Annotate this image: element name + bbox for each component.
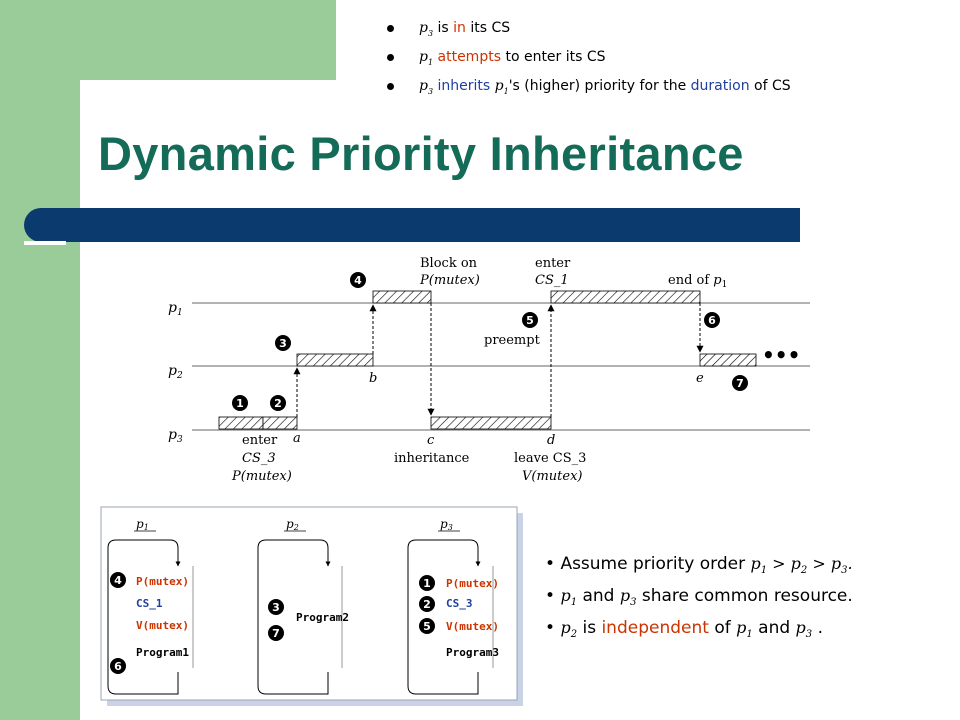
svg-text:5: 5 [423,620,431,633]
prog-step-7-marker [268,625,284,641]
note-1: • Assume priority order p1 > p2 > p3. [545,554,853,577]
p2-run-2 [699,353,757,367]
step-2-marker-label: 2 [274,397,282,410]
step-5-marker [522,312,538,328]
p3-inherit-run [430,416,552,430]
p2-label: p2 [168,363,183,381]
note-2: • p1 and p3 share common resource. [545,586,853,609]
step-7-marker-label: 7 [736,377,744,390]
p1-p-mutex: P(mutex) [136,575,189,588]
step-1-marker-label: 1 [236,397,244,410]
bullet-2: p1 attempts to enter its CS [385,43,791,72]
prog-step-4-marker [110,572,126,588]
label-leave-cs3: leave CS_3 [514,451,586,466]
label-enter-top: enter [535,256,571,271]
p2-loop [257,539,329,695]
assumption-notes: • Assume priority order p1 > p2 > p3. • … [545,551,853,648]
svg-text:4: 4 [114,574,122,587]
label-block-on: Block on [420,256,478,271]
step-5-marker-label: 5 [526,314,534,327]
p2-run-1 [296,353,374,367]
p1-run-1 [372,290,432,304]
label-cs3-enter: CS_3 [242,451,276,466]
p3-cs3: CS_3 [446,597,473,610]
p3-run-2 [262,416,298,430]
bullet-1: p3 is in its CS [385,14,791,43]
step-7-marker [732,375,748,391]
label-d: d [547,433,555,448]
p3-label: p3 [168,427,183,445]
p3-p-mutex: P(mutex) [446,577,499,590]
step-4-marker [350,272,366,288]
step-2-marker [270,395,286,411]
label-p-mutex-bottom: P(mutex) [231,469,292,484]
p1-loop-top [150,539,181,567]
label-e: e [696,371,704,386]
note-3: • p2 is independent of p1 and p3 . [545,618,823,641]
p2-program: Program2 [296,611,349,624]
prog-step-5-marker [419,618,435,634]
bullet-3: p3 inherits p1's (higher) priority for t… [385,72,791,101]
label-preempt: preempt [484,333,541,348]
label-c: c [427,433,435,448]
bar-notch [24,241,66,245]
step-6-marker [704,312,720,328]
step-4-marker-label: 4 [354,274,362,287]
page-title: Dynamic Priority Inheritance [98,127,744,180]
step-1-marker [232,395,248,411]
p1-loop [107,539,179,695]
ellipsis: ••• [762,343,800,367]
step-6-marker-label: 6 [708,314,716,327]
label-enter-bottom: enter [242,433,278,448]
p1-cs1: CS_1 [136,597,163,610]
svg-text:7: 7 [272,627,280,640]
green-sidebar [0,0,80,720]
title-underline-bar [24,208,800,242]
label-b: b [369,371,377,386]
p1-program: Program1 [136,646,189,659]
prog-step-3-marker [268,599,284,615]
p3-program: Program3 [446,646,499,659]
p3-loop [407,539,479,695]
label-v-mutex: V(mutex) [522,469,582,484]
step-3-marker-label: 3 [279,337,287,350]
p1-label: p1 [168,300,183,318]
label-a: a [293,431,301,446]
svg-text:3: 3 [272,601,280,614]
p3-run-1 [218,416,264,430]
p3-v-mutex: V(mutex) [446,620,499,633]
p2-loop-top [300,539,331,567]
p3-loop-top [450,539,481,567]
p1-v-mutex: V(mutex) [136,619,189,632]
svg-text:6: 6 [114,660,122,673]
svg-text:2: 2 [423,598,431,611]
svg-text:1: 1 [423,577,431,590]
program-panel [100,506,518,701]
label-end-of-p1: end of p1 [668,273,727,290]
prog-step-1-marker [419,575,435,591]
label-inheritance: inheritance [394,451,470,466]
step-3-marker [275,335,291,351]
prog-step-2-marker [419,596,435,612]
p1-run-2 [550,290,701,304]
label-p-mutex-top: P(mutex) [419,273,480,288]
label-cs1: CS_1 [535,273,569,288]
prog-step-6-marker [110,658,126,674]
bullet-list: p3 is in its CS p1 attempts to enter its… [385,14,791,101]
